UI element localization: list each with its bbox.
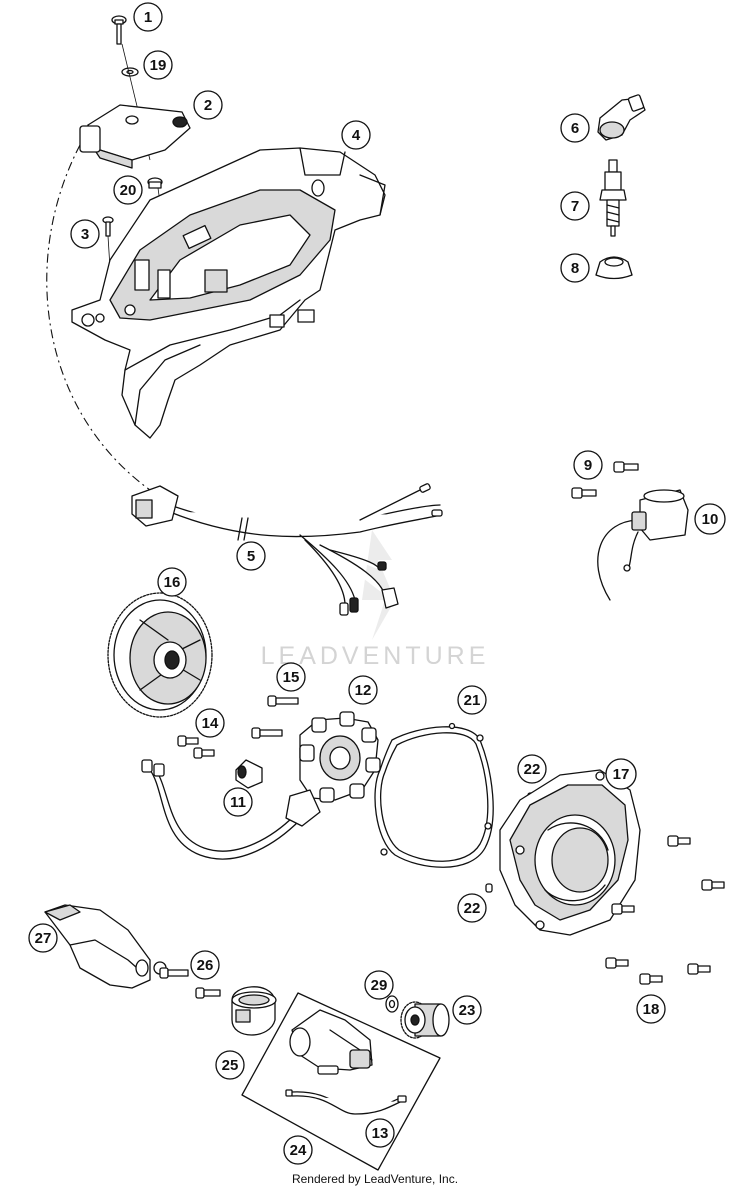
callout-label: 23 bbox=[459, 1002, 476, 1019]
callout-label: 17 bbox=[613, 766, 630, 783]
callout-label: 22 bbox=[524, 761, 541, 778]
callout-21: 21 bbox=[457, 685, 487, 715]
cable-clamp-11 bbox=[235, 759, 263, 789]
washer-29 bbox=[385, 995, 399, 1013]
callout-26: 26 bbox=[190, 950, 220, 980]
callout-label: 13 bbox=[372, 1125, 389, 1142]
callout-label: 6 bbox=[571, 120, 579, 137]
dowel-22-bottom bbox=[485, 883, 493, 893]
callout-6: 6 bbox=[560, 113, 590, 143]
callout-1: 1 bbox=[133, 2, 163, 32]
spark-plug-cap-6 bbox=[597, 94, 646, 141]
wiring-harness-5 bbox=[131, 483, 443, 616]
callout-label: 9 bbox=[584, 457, 592, 474]
callout-label: 7 bbox=[571, 198, 579, 215]
flywheel-16 bbox=[107, 592, 213, 718]
bolt-15 bbox=[267, 695, 299, 707]
callout-label: 25 bbox=[222, 1057, 239, 1074]
callout-5: 5 bbox=[236, 541, 266, 571]
credit-text: Rendered by LeadVenture, Inc. bbox=[292, 1172, 458, 1186]
screw-26 bbox=[159, 967, 221, 999]
screw-3 bbox=[102, 216, 114, 237]
callout-label: 4 bbox=[352, 127, 361, 144]
callout-label: 3 bbox=[81, 226, 89, 243]
callout-23: 23 bbox=[452, 995, 482, 1025]
ignition-cover-17 bbox=[499, 769, 641, 936]
callout-label: 8 bbox=[571, 260, 579, 277]
callout-22-top: 22 bbox=[517, 754, 547, 784]
callout-label: 12 bbox=[355, 682, 372, 699]
callout-label: 1 bbox=[144, 9, 152, 26]
screw-18 bbox=[605, 835, 725, 985]
callout-label: 29 bbox=[371, 977, 388, 994]
callout-label: 5 bbox=[247, 548, 255, 565]
callout-16: 16 bbox=[157, 567, 187, 597]
bolt-1 bbox=[111, 15, 127, 45]
callout-8: 8 bbox=[560, 253, 590, 283]
callout-12: 12 bbox=[348, 675, 378, 705]
callout-19: 19 bbox=[143, 50, 173, 80]
callout-label: 14 bbox=[202, 715, 219, 732]
screw-14 bbox=[177, 735, 215, 759]
spark-plug-7 bbox=[599, 159, 627, 237]
callout-29: 29 bbox=[364, 970, 394, 1000]
watermark-logo: LEADVENTURE bbox=[261, 530, 485, 670]
bolt-stator bbox=[251, 727, 283, 739]
callout-label: 21 bbox=[464, 692, 481, 709]
starter-gear-23 bbox=[400, 1001, 450, 1039]
control-unit-2 bbox=[79, 104, 191, 169]
callout-24: 24 bbox=[283, 1135, 313, 1165]
callout-11: 11 bbox=[223, 787, 253, 817]
callout-label: 26 bbox=[197, 957, 214, 974]
callout-25: 25 bbox=[215, 1050, 245, 1080]
screw-9 bbox=[571, 461, 639, 499]
grommet-20 bbox=[147, 177, 163, 189]
callout-label: 18 bbox=[643, 1001, 660, 1018]
callout-7: 7 bbox=[560, 191, 590, 221]
ecu-harness-leader bbox=[46, 144, 151, 491]
starter-motor-box bbox=[241, 992, 441, 1171]
callout-label: 19 bbox=[150, 57, 167, 74]
gasket-21 bbox=[374, 722, 494, 868]
guard-27 bbox=[44, 904, 167, 989]
callout-10: 10 bbox=[694, 503, 726, 535]
callout-4: 4 bbox=[341, 120, 371, 150]
callout-label: 11 bbox=[230, 794, 246, 811]
washer-19 bbox=[121, 67, 139, 77]
stator-12 bbox=[141, 711, 381, 860]
cable-13 bbox=[285, 1089, 407, 1115]
electronics-box-4 bbox=[71, 147, 386, 439]
starter-motor-24 bbox=[289, 1009, 373, 1075]
callout-13: 13 bbox=[365, 1118, 395, 1148]
callout-17: 17 bbox=[605, 758, 637, 790]
callout-14: 14 bbox=[195, 708, 225, 738]
callout-2: 2 bbox=[193, 90, 223, 120]
callout-label: 24 bbox=[290, 1142, 307, 1159]
callout-label: 16 bbox=[164, 574, 181, 591]
seal-8 bbox=[595, 256, 633, 280]
callout-label: 27 bbox=[35, 930, 52, 947]
callout-label: 2 bbox=[204, 97, 212, 114]
ignition-coil-10 bbox=[597, 489, 689, 601]
callout-20: 20 bbox=[113, 175, 143, 205]
callout-label: 15 bbox=[283, 669, 300, 686]
callout-15: 15 bbox=[276, 662, 306, 692]
callout-label: 22 bbox=[464, 900, 481, 917]
callout-3: 3 bbox=[70, 219, 100, 249]
callout-27: 27 bbox=[28, 923, 58, 953]
callout-9: 9 bbox=[573, 450, 603, 480]
callout-22-bottom: 22 bbox=[457, 893, 487, 923]
callout-18: 18 bbox=[636, 994, 666, 1024]
callout-label: 10 bbox=[702, 511, 719, 528]
callout-label: 20 bbox=[120, 182, 137, 199]
clamp-25 bbox=[231, 986, 277, 1036]
